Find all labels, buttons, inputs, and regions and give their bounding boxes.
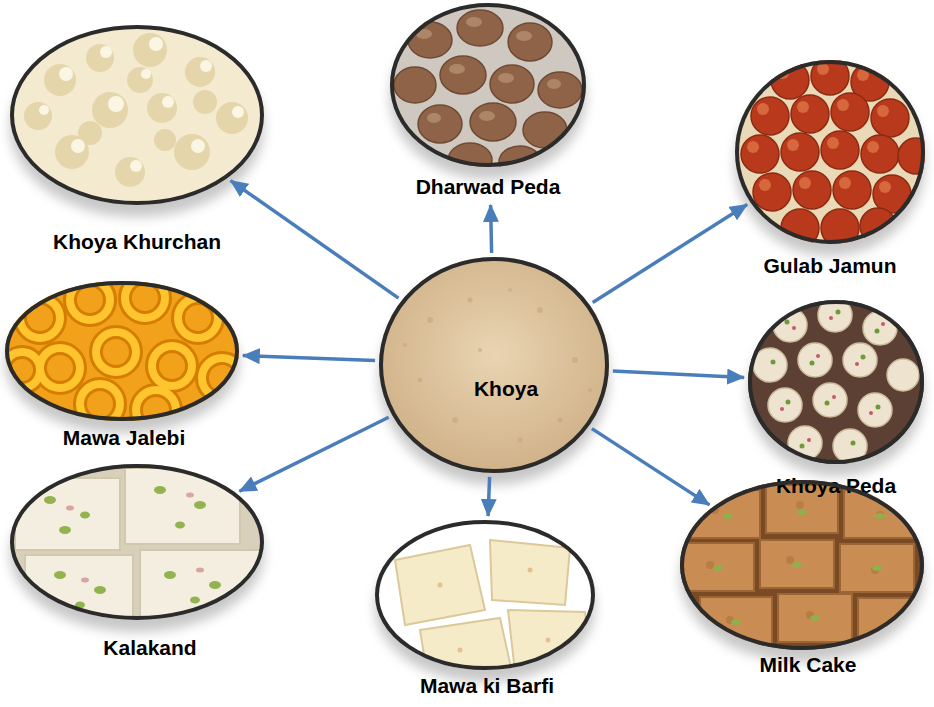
food-name-label: Gulab Jamun (763, 254, 896, 278)
oval-border (12, 27, 262, 203)
arrow-connector (488, 477, 490, 516)
khoya-peda-oval: Khoya Peda (748, 300, 924, 498)
food-name-label: Kalakand (103, 636, 196, 660)
dharwad-peda-photo (380, 0, 600, 178)
food-name-label: Mawa Jalebi (63, 426, 186, 450)
dharwad-peda-oval: Dharwad Peda (390, 3, 586, 199)
food-name-label: Milk Cake (760, 653, 857, 677)
food-name-label: Khoya Khurchan (53, 230, 221, 254)
oval-outline (10, 25, 264, 205)
oval-outline (735, 60, 925, 244)
arrow-connector (593, 205, 747, 303)
mawa-ki-barfi-photo (370, 515, 600, 680)
kalakand-photo (8, 460, 268, 630)
milk-cake-oval: Milk Cake (680, 480, 924, 677)
oval-outline (10, 464, 264, 620)
oval-border (381, 259, 607, 471)
oval-outline (379, 257, 609, 473)
oval-outline (5, 281, 239, 421)
oval-border (377, 522, 593, 668)
oval-border (392, 5, 584, 165)
arrow-connector (613, 371, 744, 378)
khoya-khurchan-oval: Khoya Khurchan (10, 25, 264, 254)
mawa-ki-barfi-oval: Mawa ki Barfi (375, 520, 595, 698)
oval-border (682, 482, 922, 648)
arrow-connector (239, 417, 388, 491)
oval-outline (748, 300, 924, 464)
oval-border (750, 302, 922, 462)
khoya-photo (375, 255, 615, 475)
gulab-jamun-oval: Gulab Jamun (735, 60, 925, 278)
milk-cake-photo (675, 475, 930, 655)
khoya-khurchan-photo (8, 20, 268, 210)
oval-outline (680, 480, 924, 650)
arrow-connector (231, 181, 399, 299)
oval-border (12, 466, 262, 618)
oval-border (737, 62, 923, 242)
oval-border (7, 283, 237, 419)
oval-outline (390, 3, 586, 167)
khoya-peda-photo (745, 295, 930, 470)
gulab-jamun-photo (730, 55, 934, 250)
arrow-connector (592, 429, 710, 505)
food-name-label: Mawa ki Barfi (420, 674, 554, 698)
arrow-connector (243, 356, 375, 361)
khoya-center-circle: Khoya (379, 257, 609, 473)
oval-outline (375, 520, 595, 670)
center-label: Khoya (474, 377, 538, 401)
kalakand-oval: Kalakand (10, 464, 264, 660)
mawa-jalebi-oval: Mawa Jalebi (5, 281, 239, 450)
mawa-jalebi-photo (0, 278, 245, 430)
arrow-connector (491, 205, 492, 253)
food-name-label: Dharwad Peda (416, 175, 561, 199)
